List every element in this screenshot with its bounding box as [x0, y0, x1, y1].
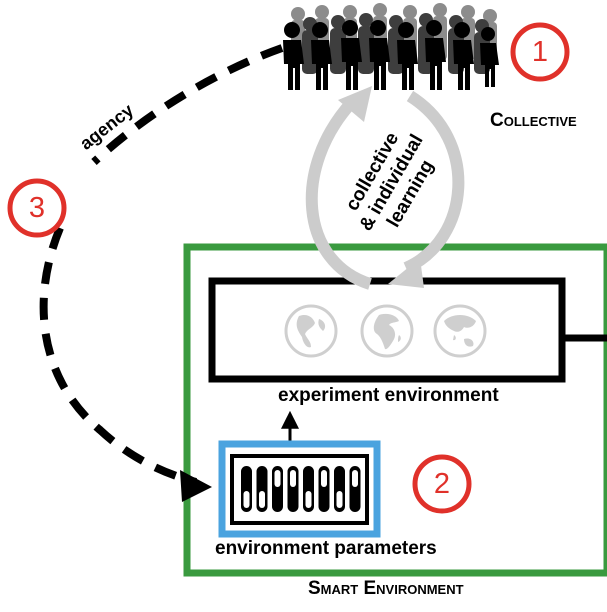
toggle-panel	[230, 454, 369, 525]
agency-arrowhead	[180, 470, 212, 502]
experiment-environment-box	[208, 277, 566, 383]
toggle-switches-icon	[241, 466, 361, 512]
badge-1-circle	[510, 22, 570, 82]
agency-dashed-arrow-bottom	[39, 226, 198, 486]
badge-2-number: 2	[433, 468, 451, 500]
collective-label: Collective	[490, 110, 577, 131]
globe-asia-australia-icon	[433, 304, 487, 358]
badge-3-circle	[7, 178, 67, 238]
environment-parameters-label: environment parameters	[215, 538, 437, 559]
globe-africa-europe-icon	[360, 304, 414, 358]
crowd-silhouette-icon	[283, 3, 499, 90]
badge-2-circle	[412, 454, 472, 514]
toggle-knob-4	[290, 470, 296, 487]
toggle-knob-7	[336, 491, 343, 508]
smart-environment-box	[183, 243, 607, 577]
toggle-knob-5	[305, 491, 312, 508]
smart-environment-label: Smart Environment	[308, 578, 464, 599]
toggle-knob-3	[274, 470, 281, 487]
toggle-knob-8	[352, 470, 358, 487]
agency-dashed-arrow-top	[91, 44, 284, 165]
badge-3-number: 3	[28, 192, 46, 224]
globe-americas-icon	[284, 304, 338, 358]
badge-1-number: 1	[531, 36, 549, 68]
toggle-knob-1	[243, 491, 250, 508]
toggle-knob-6	[321, 470, 327, 487]
experiment-environment-label: experiment environment	[278, 385, 499, 406]
toggle-knob-2	[259, 491, 265, 508]
collective-individual-learning-arrows	[305, 86, 465, 290]
